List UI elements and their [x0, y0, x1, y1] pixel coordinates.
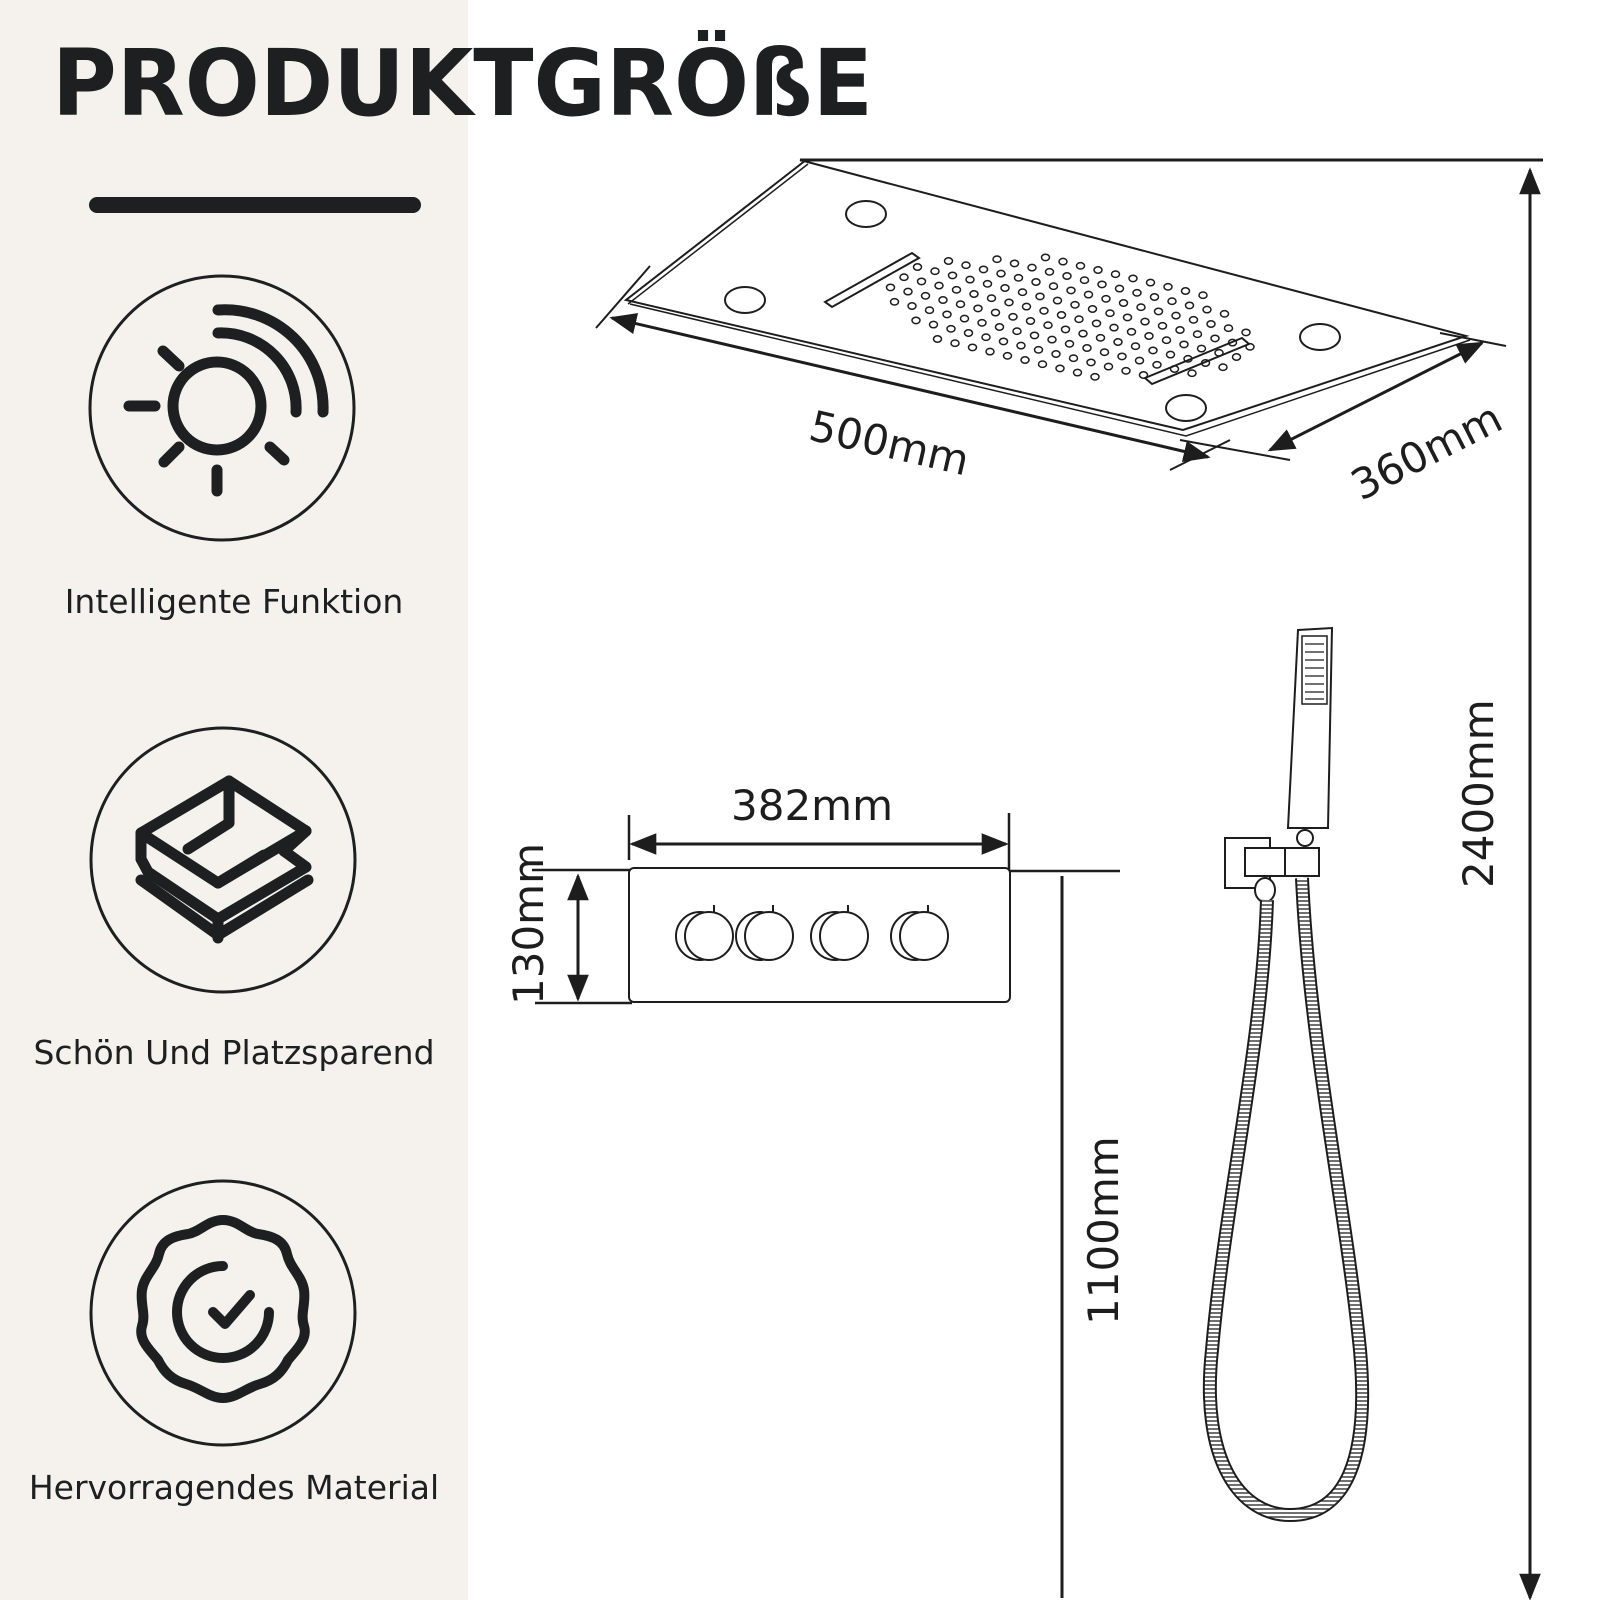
- title-underline: [89, 197, 421, 213]
- page-title: PRODUKTGRÖßE: [52, 30, 873, 137]
- layers-box-icon: [89, 726, 357, 994]
- dimension-panel-height: 130mm: [504, 843, 553, 1005]
- quality-badge-check-icon: [89, 1179, 357, 1447]
- feature-label-material: Hervorragendes Material: [28, 1468, 440, 1507]
- dimension-total-height: 2400mm: [1454, 699, 1503, 888]
- hand-shower-drawing: [1202, 626, 1370, 1523]
- dimension-panel-width: 382mm: [731, 781, 893, 830]
- dimension-panel-floor-height: 1100mm: [1079, 1136, 1128, 1325]
- feature-label-intelligent: Intelligente Funktion: [64, 582, 404, 621]
- feature-label-beautiful: Schön Und Platzsparend: [33, 1033, 435, 1072]
- shower-head-drawing: [623, 158, 1543, 437]
- sun-signal-icon: [88, 274, 356, 542]
- control-panel-drawing: [532, 813, 1120, 1005]
